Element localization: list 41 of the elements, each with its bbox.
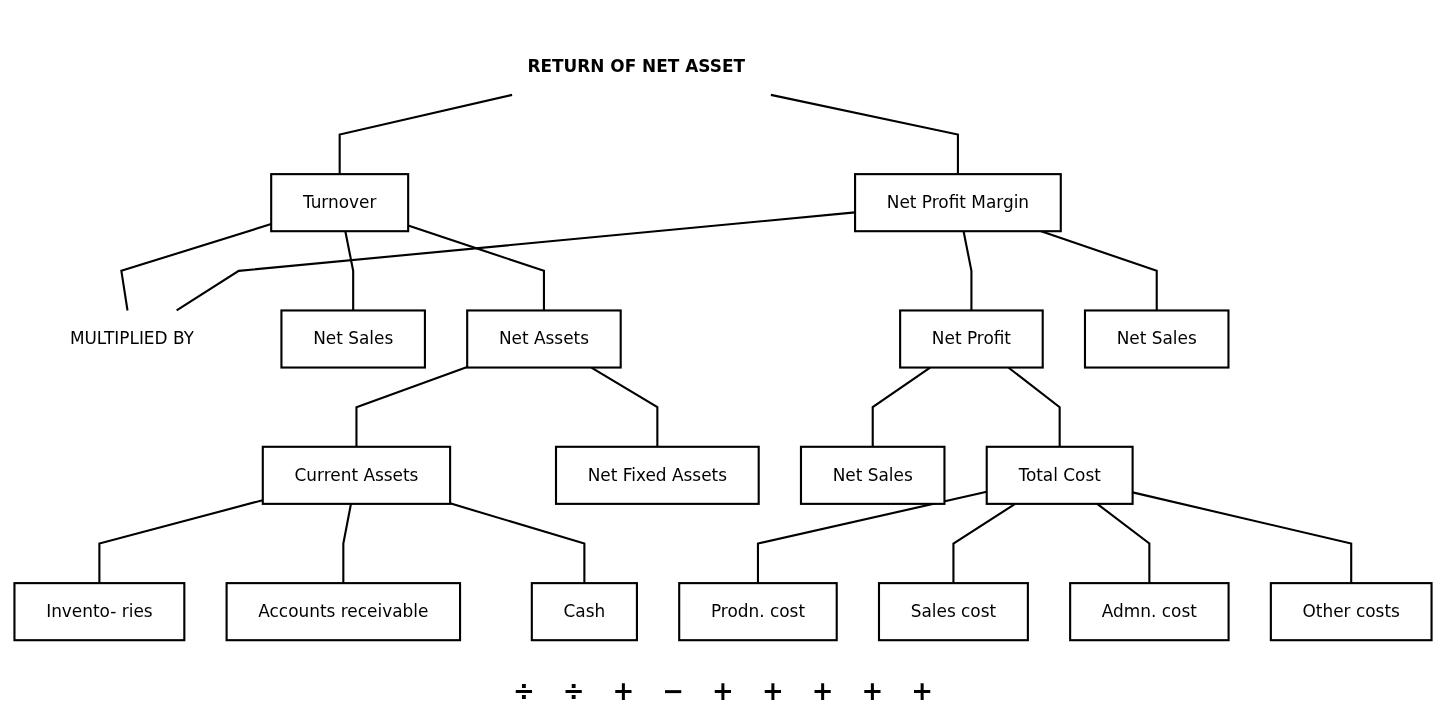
connector [756, 490, 987, 584]
node-box: Prodn. cost [678, 582, 838, 642]
node-text: RETURN OF NET ASSET [527, 55, 746, 76]
node-box: Net Fixed Assets [554, 445, 760, 505]
node-box: Net Profit [899, 309, 1044, 369]
connector [952, 503, 1016, 584]
connector [338, 93, 513, 175]
connector [176, 211, 856, 312]
operator-sign: + [761, 676, 784, 706]
node-box: Total Cost [985, 445, 1134, 505]
operator-sign: ÷ [512, 676, 535, 706]
node-box: Turnover [270, 173, 410, 233]
connector [342, 503, 352, 584]
operator-sign: + [811, 676, 834, 706]
node-text: MULTIPLIED BY [69, 328, 194, 349]
node-box: Net Assets [466, 309, 622, 369]
node-box: Invento- ries [13, 582, 186, 642]
connector [1132, 491, 1353, 584]
operator-sign: ÷ [562, 676, 585, 706]
node-box: Net Sales [799, 445, 946, 505]
node-box: Net Sales [1083, 309, 1230, 369]
connector [770, 93, 959, 175]
node-box: Net Profit Margin [854, 173, 1062, 233]
node-box: Current Assets [261, 445, 452, 505]
connector [355, 365, 468, 447]
operator-sign: + [612, 676, 635, 706]
node-box: Cash [530, 582, 638, 642]
operator-sign: + [911, 676, 934, 706]
operator-sign: + [861, 676, 884, 706]
node-box: Accounts receivable [225, 582, 462, 642]
connector [344, 231, 355, 311]
connector [120, 223, 272, 311]
connector [1096, 503, 1151, 584]
node-box: Net Sales [280, 309, 426, 369]
node-box: Sales cost [877, 582, 1029, 642]
connector [449, 502, 586, 584]
connector [962, 231, 973, 311]
operator-sign: + [712, 676, 734, 706]
operator-sign: − [662, 676, 685, 706]
node-box: Other costs [1269, 582, 1433, 642]
node-box: Admn. cost [1069, 582, 1230, 642]
